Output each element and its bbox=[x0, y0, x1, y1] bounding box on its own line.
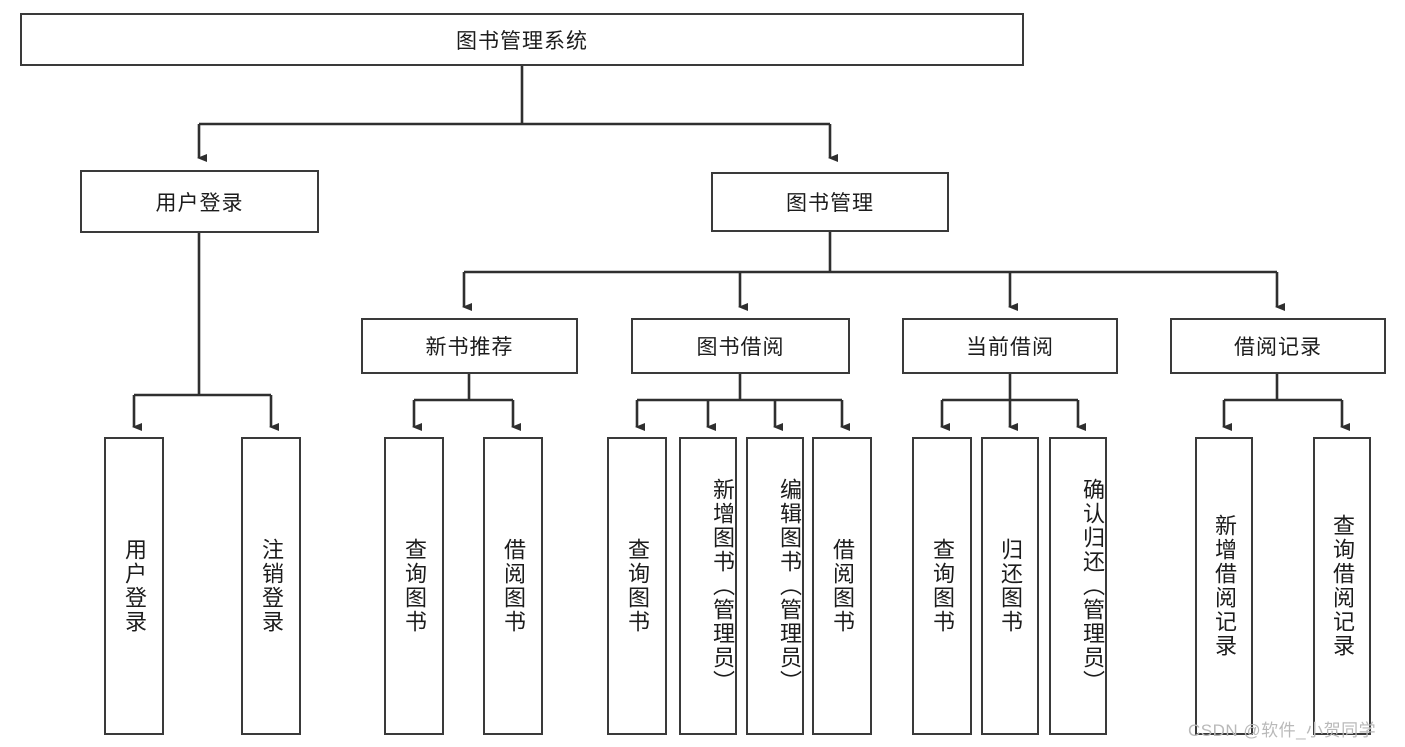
node-root[interactable]: 图书管理系统 bbox=[20, 13, 1024, 66]
node-leaf-edit-book[interactable]: 编辑图书（管理员） bbox=[746, 437, 804, 735]
node-leaf-add-book-label: 新增图书（管理员） bbox=[710, 478, 735, 694]
node-leaf-borrow-book-recommend[interactable]: 借阅图书 bbox=[483, 437, 543, 735]
node-borrow-record[interactable]: 借阅记录 bbox=[1170, 318, 1386, 374]
node-leaf-logout-label: 注销登录 bbox=[258, 538, 284, 634]
node-new-book-recommend[interactable]: 新书推荐 bbox=[361, 318, 578, 374]
node-leaf-confirm-return-label: 确认归还（管理员） bbox=[1080, 478, 1105, 694]
node-leaf-query-book-current[interactable]: 查询图书 bbox=[912, 437, 972, 735]
node-leaf-logout[interactable]: 注销登录 bbox=[241, 437, 301, 735]
node-leaf-add-borrow-record-label: 新增借阅记录 bbox=[1211, 514, 1237, 658]
node-leaf-add-book[interactable]: 新增图书（管理员） bbox=[679, 437, 737, 735]
node-leaf-query-book-recommend[interactable]: 查询图书 bbox=[384, 437, 444, 735]
node-leaf-return-book-label: 归还图书 bbox=[997, 538, 1023, 634]
node-book-management-label: 图书管理 bbox=[786, 192, 874, 215]
node-book-borrow[interactable]: 图书借阅 bbox=[631, 318, 850, 374]
node-leaf-user-login[interactable]: 用户登录 bbox=[104, 437, 164, 735]
node-leaf-add-borrow-record[interactable]: 新增借阅记录 bbox=[1195, 437, 1253, 735]
node-leaf-query-book-recommend-label: 查询图书 bbox=[401, 538, 427, 634]
node-leaf-return-book[interactable]: 归还图书 bbox=[981, 437, 1039, 735]
node-leaf-query-borrow-record[interactable]: 查询借阅记录 bbox=[1313, 437, 1371, 735]
node-new-book-recommend-label: 新书推荐 bbox=[425, 336, 514, 359]
node-root-label: 图书管理系统 bbox=[456, 29, 588, 53]
node-current-borrow-label: 当前借阅 bbox=[966, 336, 1054, 359]
watermark-text: CSDN @软件_小贺同学 bbox=[1188, 721, 1377, 740]
node-leaf-borrow-book-label: 借阅图书 bbox=[829, 538, 855, 634]
node-user-login-label: 用户登录 bbox=[155, 191, 244, 215]
node-leaf-query-book-current-label: 查询图书 bbox=[929, 538, 955, 634]
node-leaf-edit-book-label: 编辑图书（管理员） bbox=[777, 478, 802, 694]
node-borrow-record-label: 借阅记录 bbox=[1234, 336, 1322, 359]
node-leaf-query-book-borrow-label: 查询图书 bbox=[624, 538, 650, 634]
node-book-borrow-label: 图书借阅 bbox=[696, 336, 785, 359]
node-leaf-user-login-label: 用户登录 bbox=[121, 538, 147, 634]
node-leaf-borrow-book-recommend-label: 借阅图书 bbox=[500, 538, 526, 634]
node-book-management[interactable]: 图书管理 bbox=[711, 172, 949, 232]
node-current-borrow[interactable]: 当前借阅 bbox=[902, 318, 1118, 374]
node-leaf-query-book-borrow[interactable]: 查询图书 bbox=[607, 437, 667, 735]
node-leaf-borrow-book[interactable]: 借阅图书 bbox=[812, 437, 872, 735]
node-leaf-confirm-return[interactable]: 确认归还（管理员） bbox=[1049, 437, 1107, 735]
node-leaf-query-borrow-record-label: 查询借阅记录 bbox=[1329, 514, 1355, 658]
node-user-login[interactable]: 用户登录 bbox=[80, 170, 319, 233]
